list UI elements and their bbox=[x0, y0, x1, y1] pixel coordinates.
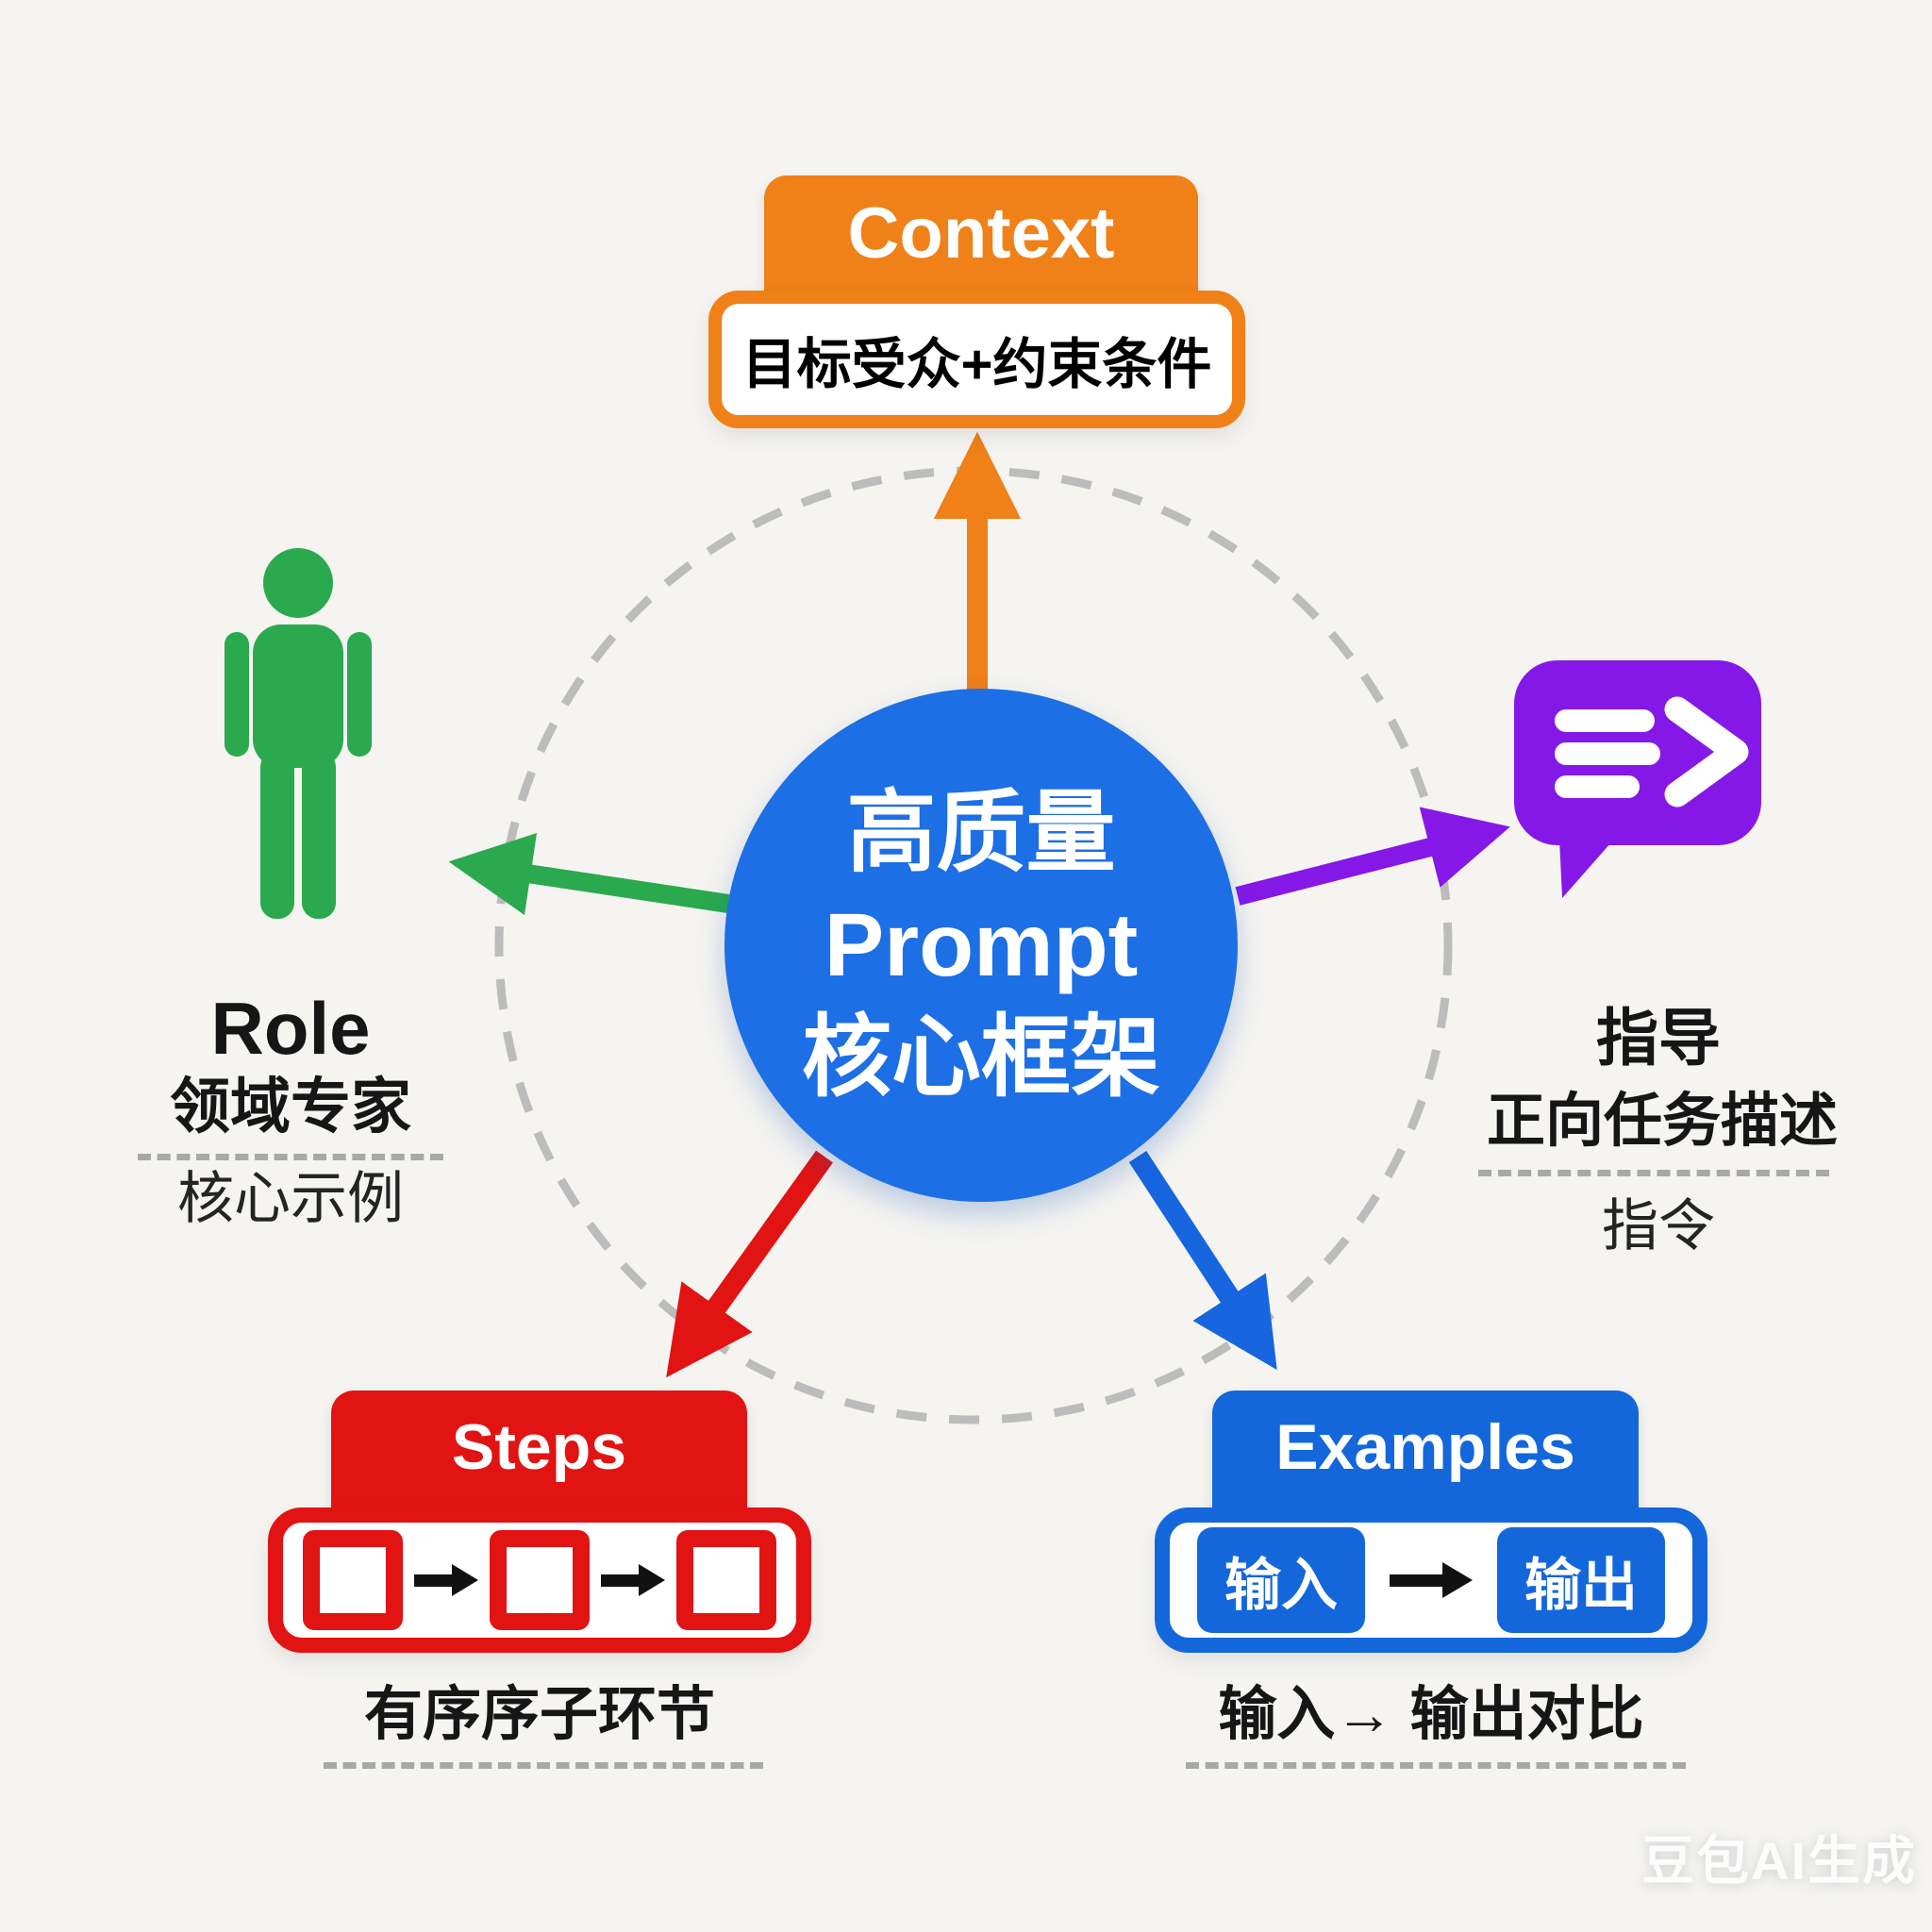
center-hub: 高质量 Prompt 核心框架 bbox=[724, 689, 1238, 1202]
steps-spoke-arrow-icon bbox=[666, 1150, 833, 1378]
step-square bbox=[303, 1530, 403, 1630]
io-arrow-icon bbox=[1390, 1562, 1473, 1598]
role-note: 核心示例 bbox=[177, 1167, 404, 1230]
examples-divider bbox=[1186, 1762, 1686, 1769]
instruction-divider bbox=[1478, 1170, 1829, 1176]
context-tab-label: Context bbox=[847, 193, 1115, 274]
instruction-spoke-arrow-icon bbox=[1235, 807, 1510, 906]
context-body-box: 目标受众+约束条件 bbox=[708, 291, 1245, 428]
step-arrow-icon bbox=[601, 1564, 665, 1596]
chat-bubble-arrow-icon bbox=[1514, 660, 1761, 898]
center-line-1: 高质量 bbox=[846, 782, 1116, 883]
role-spoke-arrow-icon bbox=[448, 832, 730, 916]
watermark: 豆包AI生成 bbox=[1641, 1831, 1917, 1890]
role-subheading: 领域专家 bbox=[170, 1073, 411, 1141]
output-chip: 输出 bbox=[1497, 1527, 1665, 1633]
examples-body-box: 输入 输出 bbox=[1155, 1507, 1707, 1653]
steps-note: 有序序子环节 bbox=[363, 1682, 715, 1747]
center-line-3: 核心框架 bbox=[801, 1007, 1160, 1108]
step-arrow-icon bbox=[414, 1564, 478, 1596]
examples-note: 输入→ 输出对比 bbox=[1218, 1682, 1644, 1747]
steps-divider bbox=[324, 1762, 763, 1769]
examples-spoke-arrow-icon bbox=[1128, 1150, 1277, 1371]
examples-tab-label: Examples bbox=[1275, 1411, 1575, 1483]
person-icon bbox=[225, 548, 372, 919]
steps-body-box bbox=[268, 1507, 811, 1653]
steps-tab-label: Steps bbox=[451, 1411, 627, 1483]
step-square bbox=[490, 1530, 590, 1630]
instruction-subheading: 正向任务描述 bbox=[1486, 1089, 1838, 1154]
role-heading: Role bbox=[210, 987, 371, 1070]
context-body-text: 目标受众+约束条件 bbox=[741, 334, 1212, 395]
instruction-note: 指令 bbox=[1602, 1194, 1715, 1257]
role-divider bbox=[138, 1154, 443, 1160]
center-line-2: Prompt bbox=[824, 894, 1139, 995]
step-square bbox=[676, 1530, 776, 1630]
instruction-heading: 指导 bbox=[1596, 1003, 1721, 1073]
input-chip: 输入 bbox=[1197, 1527, 1365, 1633]
